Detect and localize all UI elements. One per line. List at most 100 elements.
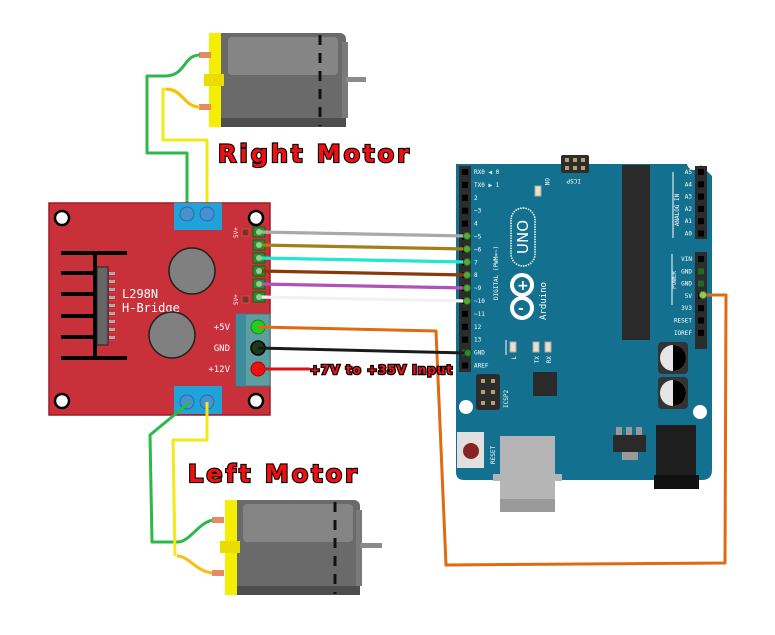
digital-pin[interactable] [462, 194, 468, 201]
power-pin-label: 3V3 [681, 305, 692, 312]
analog-header [695, 166, 707, 239]
digital-pin-label: 13 [474, 337, 482, 344]
wire-end [463, 297, 471, 305]
analog-pin-label: A5 [685, 169, 693, 176]
icsp-label: ICSP [566, 177, 581, 184]
power-wires [257, 291, 728, 567]
digital-pin-label: TX0 ▶ 1 [474, 182, 500, 189]
led-l-label: L [511, 356, 518, 360]
analog-pin[interactable] [698, 218, 704, 225]
digital-pin-label: ~5 [474, 234, 482, 241]
right-motor-label: Right Motor [218, 140, 412, 168]
left-motor [212, 500, 382, 595]
orange-wire-segment [165, 87, 201, 109]
regulator-leg [626, 427, 632, 435]
motor-shaft [360, 543, 382, 548]
wire-end [256, 229, 262, 235]
digital-header [459, 166, 471, 372]
board-name-label: H-Bridge [122, 301, 180, 315]
analog-header-label: ANALOG IN [674, 193, 681, 226]
led-rx-label: RX [546, 356, 553, 364]
digital-pin[interactable] [462, 323, 468, 330]
wire-ena-d5 [257, 230, 469, 238]
usb-tab [493, 474, 501, 481]
regulator-leg [616, 427, 622, 435]
power-pin-label: RESET [674, 318, 692, 325]
digital-pin-label: ~11 [474, 311, 485, 318]
digital-pin-label: 7 [474, 259, 478, 266]
wire-end [463, 232, 471, 240]
power-pin-label: GND [681, 268, 692, 275]
motor-terminal [212, 570, 224, 576]
wire-end [256, 268, 262, 274]
wire-end [256, 242, 262, 248]
digital-pin-label: ~10 [474, 298, 485, 305]
digital-pin[interactable] [462, 362, 468, 369]
icsp2-label: ICSP2 [503, 390, 510, 408]
green-wire [145, 53, 201, 212]
digital-pin[interactable] [462, 336, 468, 343]
mount-hole [693, 405, 707, 419]
capacitor [168, 247, 216, 295]
digital-pin-label: RX0 ◀ 0 [474, 169, 500, 176]
motor-endcap [342, 42, 348, 118]
icsp-pins [565, 158, 585, 170]
l298n-chip [96, 266, 109, 346]
motor-shadow [216, 118, 346, 127]
power-pin[interactable] [698, 256, 704, 262]
icsp2-header [476, 374, 500, 410]
wire-in2-d7 [257, 256, 469, 264]
power-pin[interactable] [698, 280, 704, 287]
wire-end [463, 245, 471, 253]
chip-label: L298N [122, 287, 158, 301]
analog-pin[interactable] [698, 169, 704, 175]
logo-plus: + [517, 278, 529, 294]
digital-pin[interactable] [462, 207, 468, 214]
motor-highlight [228, 37, 338, 75]
analog-pin[interactable] [698, 230, 704, 237]
analog-pin[interactable] [698, 193, 704, 200]
analog-pin-label: A1 [685, 218, 693, 225]
terminal-screw [199, 206, 215, 222]
led-tx-label: TX [534, 356, 541, 364]
electrolytic-capacitors [658, 342, 688, 409]
power-pin-label: VIN [681, 256, 692, 263]
power-pin[interactable] [698, 268, 704, 275]
usb-tab [554, 474, 562, 481]
analog-pin[interactable] [698, 205, 704, 212]
motor-endcap [356, 510, 362, 586]
motor-terminal [199, 52, 211, 58]
power-pin[interactable] [698, 317, 704, 324]
hbridge-pcb [48, 202, 271, 416]
analog-pin[interactable] [698, 181, 704, 188]
hbridge-board: L298N H-Bridge 5V+ 5V+ +5 [48, 202, 271, 416]
power-pin[interactable] [698, 329, 704, 336]
digital-pin-label: ~9 [474, 285, 482, 292]
wire-end [464, 349, 472, 357]
jumper [241, 295, 250, 304]
digital-pin[interactable] [462, 181, 468, 188]
digital-pin[interactable] [462, 220, 468, 227]
digital-pin[interactable] [462, 169, 468, 175]
chip-pins [109, 272, 115, 339]
power-terminal-edge [236, 314, 246, 386]
jumper-label: 5V+ [233, 227, 240, 238]
usb-port-shade [500, 499, 555, 512]
reset-button-cap[interactable] [463, 443, 479, 459]
power-header-label: POWER [671, 271, 678, 289]
control-wires [256, 229, 471, 305]
power-pin[interactable] [698, 305, 704, 312]
voltage-regulator [613, 435, 646, 452]
digital-pin[interactable] [462, 310, 468, 317]
wire-end [256, 281, 262, 287]
capacitor [148, 311, 196, 359]
motor-highlight [243, 504, 353, 542]
dc-jack-base [654, 475, 699, 489]
led-on [534, 185, 542, 197]
led-on-label: ON [543, 178, 550, 186]
heatsink [61, 251, 127, 360]
digital-pin-label: GND [474, 350, 485, 357]
power-pin-label: GND [681, 281, 692, 288]
motor-shadow [232, 586, 360, 595]
